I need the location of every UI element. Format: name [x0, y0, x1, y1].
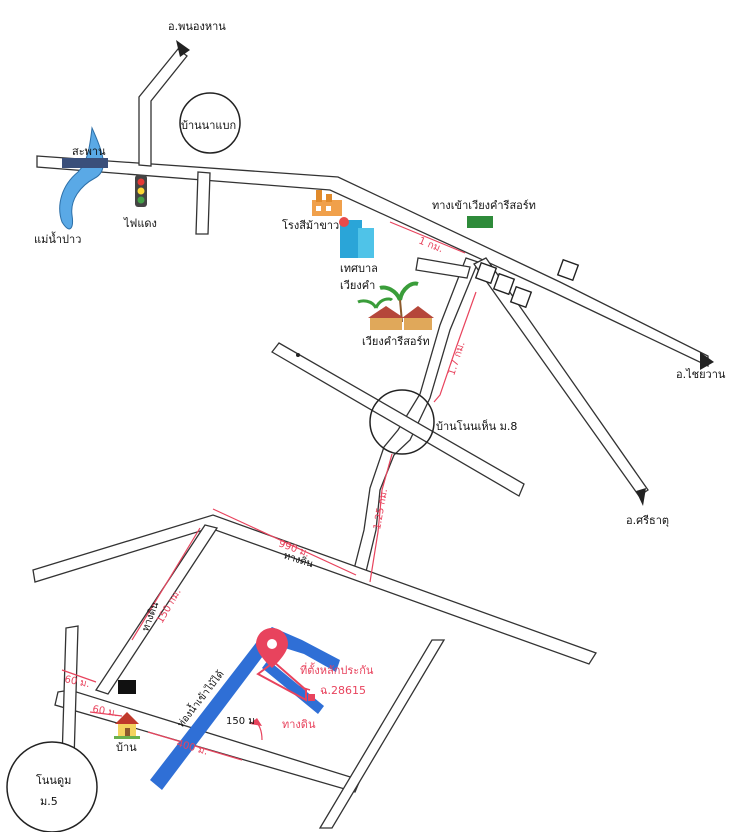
road-left-vertical	[61, 625, 79, 761]
label-east-district: อ.ไชยวาน	[676, 368, 726, 381]
label-bridge: สะพาน	[72, 145, 106, 158]
label-factory: โรงสีม้าขาว	[282, 218, 339, 232]
label-river: แม่น้ำปาว	[34, 231, 81, 246]
arrow-southeast-icon	[636, 488, 646, 506]
location-pin-icon	[256, 628, 288, 668]
municipality-building-icon	[339, 217, 374, 258]
label-southeast-district: อ.ศรีธาตุ	[626, 514, 669, 527]
label-north-district: อ.พนองหาน	[168, 20, 226, 33]
label-municipality-2: เวียงคำ	[340, 279, 375, 292]
traffic-light-icon	[135, 175, 147, 207]
label-dirt-road-3: ทางดิน	[282, 718, 316, 731]
road-spur-resort	[415, 257, 471, 279]
distance-1-7km: 1.7 กม.	[446, 340, 467, 377]
label-deed-number: ฉ.28615	[320, 684, 366, 697]
house-icon	[114, 712, 140, 739]
resort-entrance-marker	[467, 216, 493, 228]
road-non-hen-diagonal	[271, 342, 525, 497]
label-municipality-1: เทศบาล	[340, 262, 378, 275]
distance-150m: 150 ม	[226, 716, 255, 727]
label-land-plot: ที่ตั้งหลักประกัน	[300, 662, 374, 677]
village-circle-na-baek	[179, 92, 241, 154]
factory-icon	[312, 190, 342, 216]
main-road-top	[36, 155, 709, 368]
label-village-non-dum-1: โนนดูม	[36, 773, 71, 787]
dirt-road-sw	[94, 524, 219, 695]
village-circle-non-hen	[369, 389, 435, 455]
distance-60m-b: 60 ม.	[91, 704, 118, 719]
label-resort-entrance: ทางเข้าเวียงคำรีสอร์ท	[432, 199, 536, 212]
label-house: บ้าน	[116, 741, 137, 754]
road-lower-right	[318, 639, 446, 829]
label-village-na-baek: บ้านนาแบก	[181, 119, 236, 132]
deed-marker	[308, 694, 315, 701]
arrow-north-icon	[176, 40, 190, 57]
village-circle-non-dum	[6, 741, 98, 832]
label-village-non-hen: บ้านโนนเห็น ม.8	[436, 419, 517, 433]
arrow-east-icon	[700, 352, 714, 370]
river-icon	[59, 126, 104, 230]
road-lower-ew	[32, 514, 597, 665]
buildings-cluster	[474, 258, 580, 309]
marker-dot	[296, 353, 300, 357]
road-north	[138, 48, 188, 167]
road-sri-that	[473, 257, 649, 497]
label-resort: เวียงคำรีสอร์ท	[362, 335, 430, 348]
black-square-marker	[118, 680, 136, 694]
road-to-non-hen	[351, 257, 479, 581]
distance-60m-a: 60 ม.	[63, 674, 90, 690]
resort-icon	[357, 281, 434, 330]
land-plot-outline	[256, 660, 307, 702]
bridge-icon	[62, 158, 108, 168]
label-village-non-dum-2: ม.5	[40, 795, 58, 808]
road-stub-1	[195, 171, 211, 235]
label-traffic-light: ไฟแดง	[123, 217, 157, 230]
